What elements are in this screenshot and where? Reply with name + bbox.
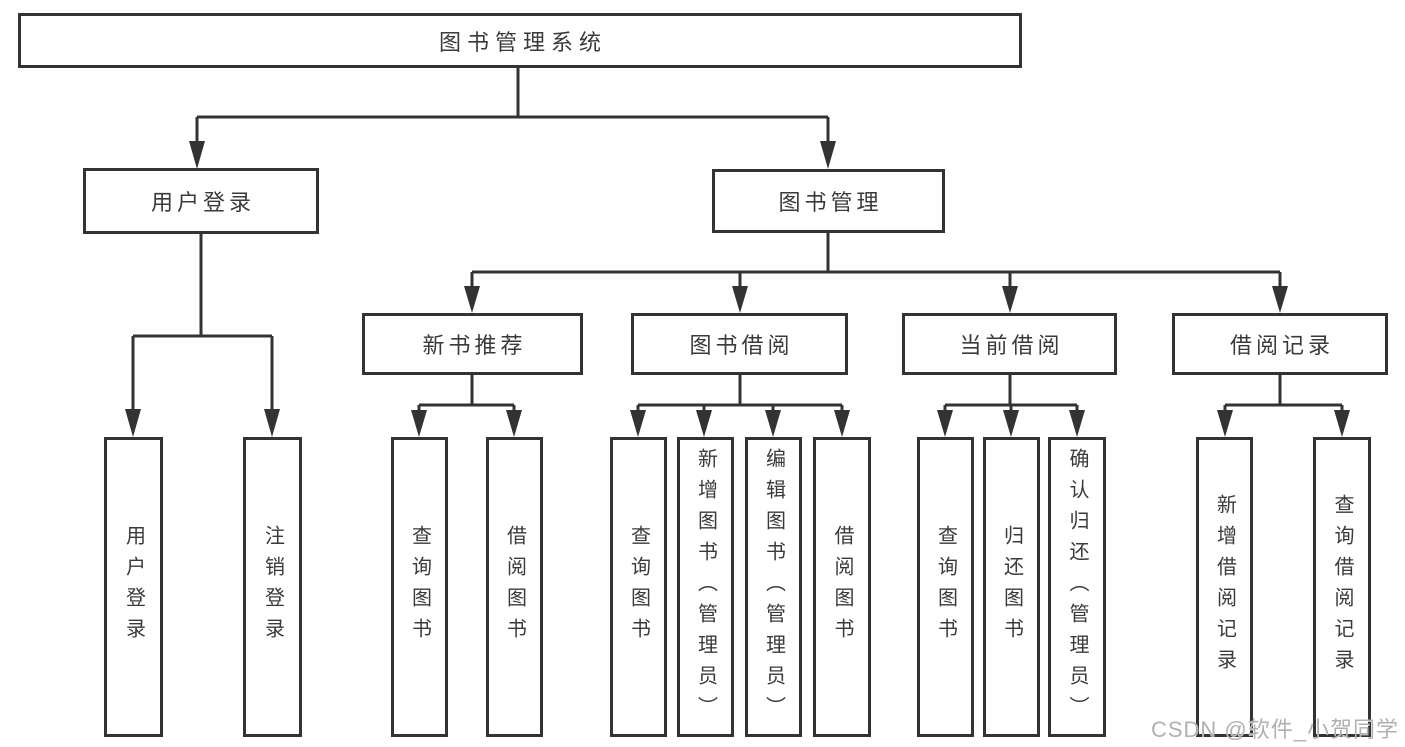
leaf-add-borrow-record: 新增借阅记录 [1196, 437, 1253, 737]
leaf-edit-book-admin: 编辑图书（管理员） [745, 437, 802, 737]
node-label: 归还图书 [1000, 525, 1023, 649]
leaf-query-books-current: 查询图书 [917, 437, 974, 737]
node-label: 注销登录 [261, 525, 284, 649]
node-label: 当前借阅 [959, 333, 1064, 358]
node-label: 新增借阅记录 [1213, 494, 1236, 680]
leaf-add-book-admin: 新增图书（管理员） [677, 437, 734, 737]
leaf-user-login: 用户登录 [104, 437, 163, 737]
leaf-borrow-books-borrowing: 借阅图书 [813, 437, 871, 737]
leaf-query-books-recommend: 查询图书 [391, 437, 448, 737]
leaf-return-book: 归还图书 [983, 437, 1040, 737]
leaf-logout: 注销登录 [243, 437, 302, 737]
node-label: 图书借阅 [689, 333, 794, 358]
node-label: 借阅记录 [1229, 333, 1334, 358]
node-current-borrowing: 当前借阅 [902, 313, 1117, 375]
node-label: 查询借阅记录 [1331, 494, 1353, 680]
node-label: 图书管理系统 [438, 29, 607, 55]
leaf-query-borrow-record: 查询借阅记录 [1313, 437, 1371, 737]
leaf-confirm-return-admin: 确认归还（管理员） [1048, 437, 1106, 737]
node-label: 确认归还（管理员） [1066, 447, 1088, 727]
node-label: 图书管理 [778, 190, 883, 215]
node-label: 用户登录 [150, 190, 255, 215]
node-user-login: 用户登录 [83, 168, 319, 234]
node-label: 借阅图书 [831, 525, 853, 649]
node-new-book-recommend: 新书推荐 [362, 313, 583, 375]
leaf-query-books-borrowing: 查询图书 [610, 437, 667, 737]
node-label: 编辑图书（管理员） [762, 447, 785, 727]
leaf-borrow-books-recommend: 借阅图书 [486, 437, 543, 737]
node-label: 查询图书 [934, 525, 957, 649]
watermark: CSDN @软件_小贺同学 [1150, 717, 1399, 742]
node-label: 查询图书 [408, 525, 431, 649]
node-label: 查询图书 [627, 525, 650, 649]
node-label: 用户登录 [122, 525, 145, 649]
node-label: 新书推荐 [422, 333, 527, 358]
node-label: 借阅图书 [503, 525, 526, 649]
node-root: 图书管理系统 [18, 13, 1022, 68]
node-label: 新增图书（管理员） [694, 447, 717, 727]
node-borrowing-records: 借阅记录 [1172, 313, 1388, 375]
node-book-management: 图书管理 [712, 169, 945, 233]
node-book-borrowing: 图书借阅 [631, 313, 848, 375]
